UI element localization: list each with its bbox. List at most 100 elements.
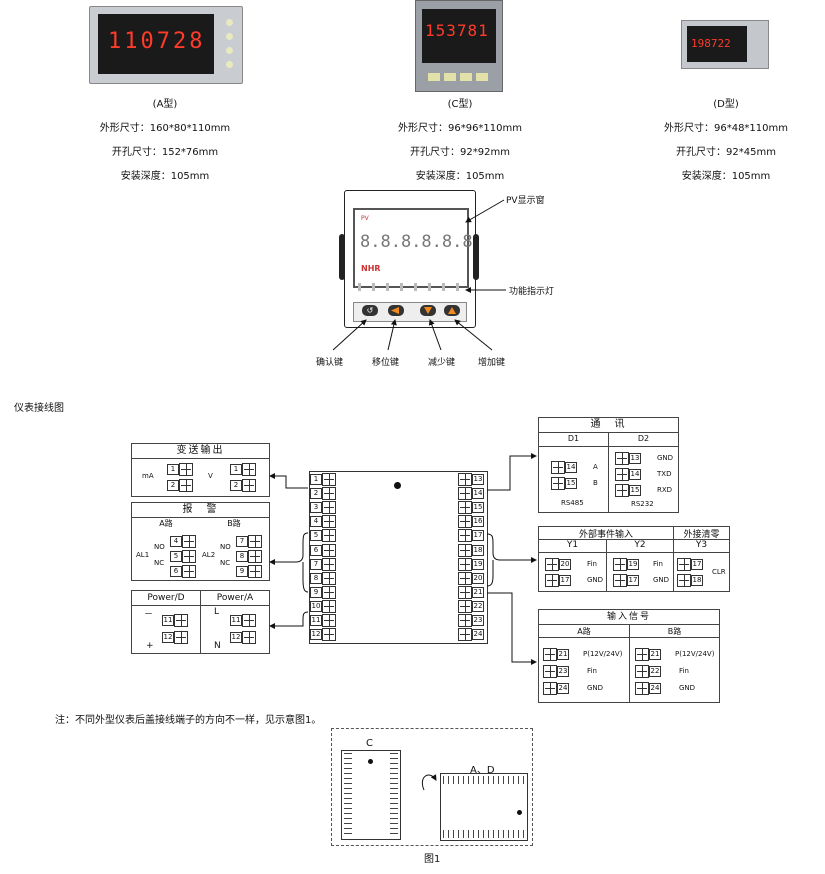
comm-rs485: RS485: [561, 499, 584, 507]
transmit-title: 变送输出: [132, 444, 269, 459]
terminal-screw: [458, 614, 472, 627]
ext-y2-fin: Fin: [653, 560, 663, 568]
terminal-screw: [458, 473, 472, 486]
model-a-outer: 外形尺寸：160*80*110mm: [99, 123, 231, 134]
panel-logo: NHR: [361, 264, 381, 273]
wiring-title: 仪表接线图: [14, 403, 64, 414]
down-key-button[interactable]: [420, 305, 436, 316]
terminal-screw: [458, 585, 472, 599]
terminal-number: 22: [472, 600, 484, 612]
terminal-screw: [322, 529, 336, 543]
terminal-screw: [322, 515, 336, 529]
input-a: A路: [577, 627, 591, 636]
model-a-photo: 110728: [89, 6, 243, 84]
model-a-specs: (A型) 外形尺寸：160*80*110mm 开孔尺寸：152*76mm 安装深…: [95, 93, 235, 189]
panel-side-tab-right: [473, 234, 479, 280]
terminal-number: 24: [472, 629, 484, 641]
ext-clr: CLR: [712, 568, 726, 576]
terminal-number: 17: [472, 530, 484, 542]
model-c-photo: 153781: [415, 0, 503, 92]
model-c-depth: 安装深度：105mm: [415, 171, 505, 182]
comm-d2: D2: [637, 434, 650, 443]
terminal-screw: [322, 585, 336, 599]
terminal-number: 6: [310, 544, 322, 556]
figure1-caption: 图1: [424, 854, 441, 865]
terminal-number: 19: [472, 558, 484, 570]
terminal-number: 15: [472, 502, 484, 514]
comm-d1: D1: [567, 434, 580, 443]
model-d-outer: 外形尺寸：96*48*110mm: [663, 123, 789, 134]
model-c-outer: 外形尺寸：96*96*110mm: [397, 123, 523, 134]
al1-label: AL1: [136, 551, 150, 559]
power-n: N: [214, 641, 221, 651]
terminal-screw: [322, 487, 336, 501]
enter-key-label: 确认键: [316, 358, 344, 368]
terminal-number: 7: [310, 558, 322, 570]
comm-a: A: [593, 463, 598, 471]
power-d-title: Power/D: [147, 593, 185, 603]
model-d-specs: (D型) 外形尺寸：96*48*110mm 开孔尺寸：92*45mm 安装深度：…: [656, 93, 796, 189]
key-bar: [353, 302, 467, 322]
model-c-cutout: 开孔尺寸：92*92mm: [410, 147, 510, 158]
input-b-gnd: GND: [679, 684, 696, 692]
terminal-number: 2: [310, 488, 322, 500]
panel-window: PV 8.8.8.8.8.8 NHR: [353, 208, 473, 288]
fig-ad-label: A、D: [470, 765, 495, 776]
indicator-label: 功能指示灯: [509, 287, 555, 297]
model-a-display: 110728: [108, 29, 206, 54]
model-a-name: (A型): [152, 99, 178, 110]
alarm-a-label: A路: [159, 519, 173, 528]
model-d-depth: 安装深度：105mm: [681, 171, 771, 182]
ext-y1: Y1: [566, 540, 579, 550]
terminal-number: 16: [472, 516, 484, 528]
alarm-a-no: NO: [154, 543, 165, 551]
terminal-number: 20: [472, 572, 484, 584]
al2-label: AL2: [202, 551, 216, 559]
ext-y2: Y2: [634, 540, 646, 550]
pv-label: PV: [361, 215, 369, 222]
comm-b: B: [593, 479, 598, 487]
shift-key-button[interactable]: [388, 305, 404, 316]
terminal-number: 23: [472, 615, 484, 626]
ext-y1-gnd: GND: [587, 576, 604, 584]
terminal-number: 10: [310, 600, 322, 612]
alarm-b-label: B路: [227, 519, 241, 528]
terminal-screw: [458, 529, 472, 543]
model-c-specs: (C型) 外形尺寸：96*96*110mm 开孔尺寸：92*92mm 安装深度：…: [390, 93, 530, 189]
up-key-button[interactable]: [444, 305, 460, 316]
down-key-label: 减少键: [428, 358, 456, 368]
model-a-cutout: 开孔尺寸：152*76mm: [111, 147, 219, 158]
pv-window-label: PV显示窗: [506, 196, 545, 206]
terminal-screw: [322, 543, 336, 557]
model-d-photo: 198722: [681, 20, 769, 69]
terminal-number: 4: [310, 516, 322, 528]
terminal-number: 21: [472, 586, 484, 598]
power-a-title: Power/A: [216, 593, 254, 603]
fig-c-block: [341, 750, 401, 840]
terminal-number: 13: [472, 474, 484, 485]
ext-title: 外部事件输入: [578, 530, 633, 540]
terminal-screw: [458, 571, 472, 585]
transmit-ma-label: mA: [142, 472, 154, 480]
comm-gnd: GND: [657, 454, 674, 462]
terminal-number: 3: [310, 502, 322, 514]
model-d-name: (D型): [713, 99, 739, 110]
comm-box: 通 讯 D1 D2 14 15 A B RS485 13 14 15 GND T…: [538, 417, 679, 513]
terminal-screw: [322, 599, 336, 613]
panel-side-tab-left: [339, 234, 345, 280]
indicator-lights: [358, 283, 462, 291]
terminal-screw: [322, 501, 336, 515]
alarm-box: 报 警 A路 B路 AL1 AL2 NO NC NO NC 4 5 6 7 8 …: [131, 502, 270, 581]
ext-event-box: 外部事件输入 外接清零 Y1 Y2 Y3 20 17 Fin GND 19 17…: [538, 526, 730, 592]
power-l: L: [214, 607, 220, 617]
power-plus: +: [146, 641, 154, 651]
ext-y1-fin: Fin: [587, 560, 597, 568]
terminal-screw: [458, 487, 472, 501]
ext-clear-title: 外接清零: [683, 530, 720, 540]
enter-key-button[interactable]: ↺: [362, 305, 378, 316]
comm-title: 通 讯: [539, 418, 678, 433]
comm-rs232: RS232: [631, 500, 654, 508]
model-d-cutout: 开孔尺寸：92*45mm: [676, 147, 776, 158]
terminal-number: 18: [472, 544, 484, 556]
